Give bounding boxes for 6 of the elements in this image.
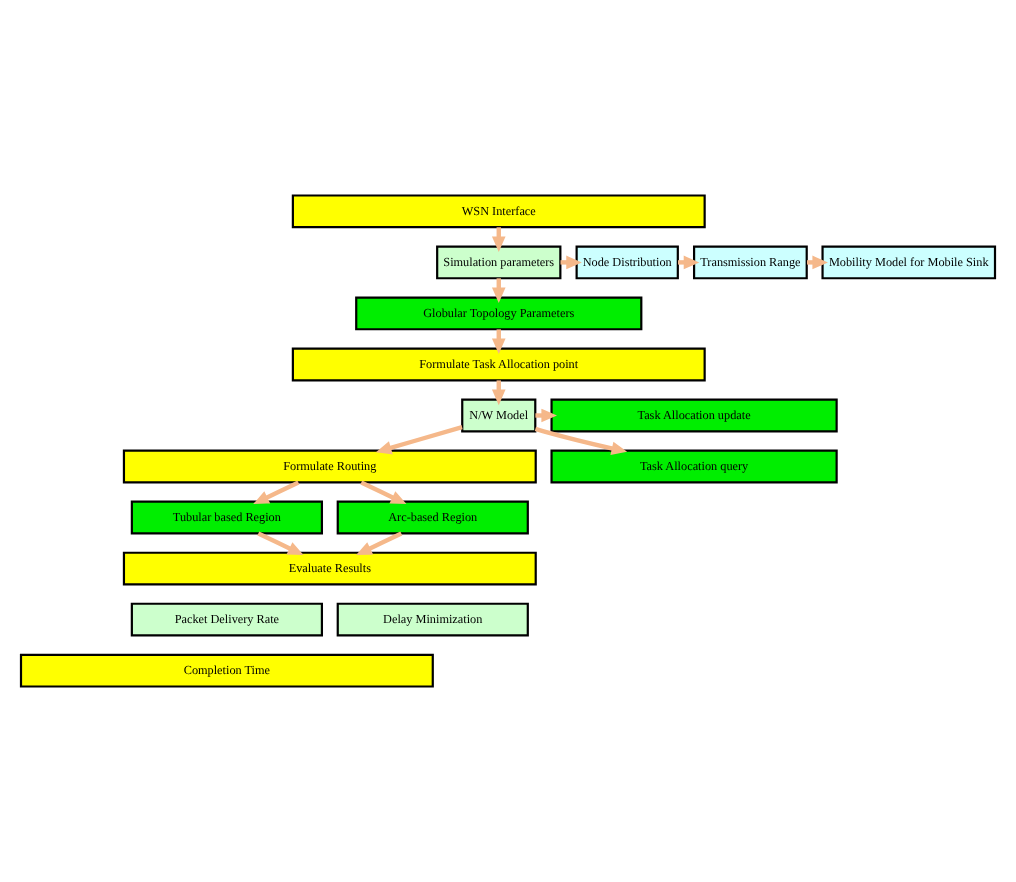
arrow [360,480,407,505]
arrow [257,531,304,556]
arrow [534,426,628,456]
arrow [253,480,300,505]
arrow [356,531,403,556]
arrow [375,424,463,455]
